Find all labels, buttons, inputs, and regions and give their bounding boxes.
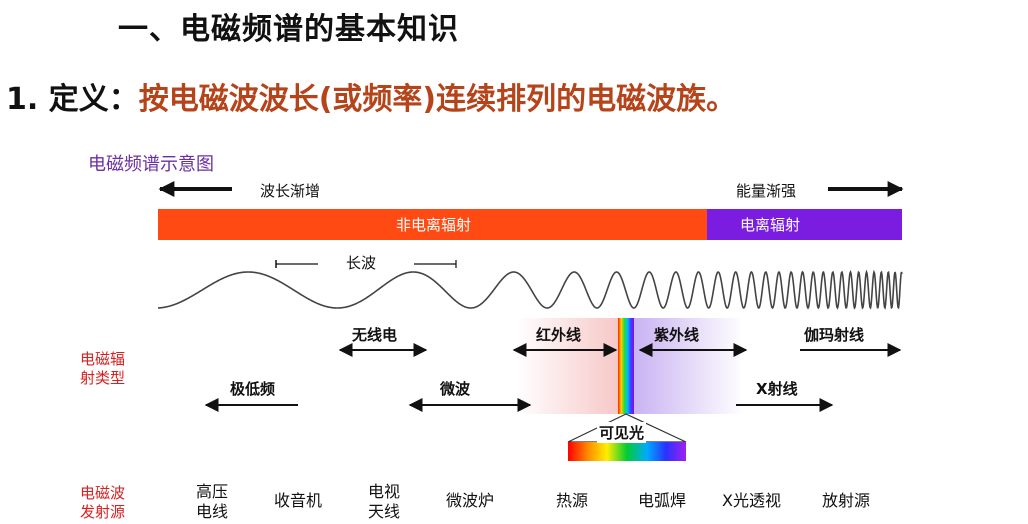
band-elf: 极低频 bbox=[230, 380, 276, 398]
section-title: 一、电磁频谱的基本知识 bbox=[118, 12, 459, 47]
radiation-types-label-line2: 射类型 bbox=[80, 369, 126, 387]
source-xray-imaging: X光透视 bbox=[722, 491, 781, 510]
band-xray: X射线 bbox=[756, 380, 798, 398]
definition-text: 按电磁波波长(或频率)连续排列的电磁波族。 bbox=[138, 82, 737, 117]
infrared-region bbox=[516, 318, 618, 414]
radiation-types-label: 电磁辐 射类型 bbox=[80, 350, 125, 388]
band-microwave: 微波 bbox=[440, 380, 471, 398]
source-microwave-oven: 微波炉 bbox=[446, 491, 495, 510]
source-heat: 热源 bbox=[556, 491, 589, 510]
sources-label-line1: 电磁波 bbox=[80, 484, 126, 502]
source-high-voltage-line1: 高压 bbox=[196, 482, 229, 501]
band-radio: 无线电 bbox=[352, 326, 398, 344]
source-radio: 收音机 bbox=[274, 491, 323, 510]
visible-strip bbox=[618, 318, 634, 414]
band-gamma: 伽玛射线 bbox=[804, 326, 865, 344]
ultraviolet-region bbox=[634, 318, 744, 414]
definition-line: 1. 定义：按电磁波波长(或频率)连续排列的电磁波族。 bbox=[6, 74, 736, 118]
source-radioactive: 放射源 bbox=[822, 491, 871, 510]
wavelength-increasing-label: 波长渐增 bbox=[260, 182, 321, 200]
sources-label: 电磁波 发射源 bbox=[80, 484, 125, 522]
definition-label: 1. 定义： bbox=[6, 82, 139, 117]
diagram-title: 电磁频谱示意图 bbox=[88, 154, 214, 175]
long-wave-label: 长波 bbox=[346, 254, 377, 272]
non-ionizing-band bbox=[158, 209, 707, 240]
band-visible: 可见光 bbox=[597, 422, 647, 443]
band-ultraviolet: 紫外线 bbox=[654, 326, 700, 344]
ionizing-label: 电离辐射 bbox=[740, 216, 801, 234]
source-tv-antenna-line1: 电视 bbox=[368, 482, 401, 501]
source-tv-antenna: 电视 天线 bbox=[368, 482, 400, 522]
source-high-voltage: 高压 电线 bbox=[196, 482, 228, 522]
wave-curve bbox=[157, 269, 903, 310]
visible-spectrum-bar bbox=[568, 442, 686, 461]
energy-increasing-label: 能量渐强 bbox=[736, 182, 797, 200]
sources-label-line2: 发射源 bbox=[80, 503, 126, 521]
ionizing-band bbox=[707, 209, 902, 240]
radiation-types-label-line1: 电磁辐 bbox=[80, 350, 126, 368]
source-arc-welding: 电弧焊 bbox=[638, 491, 687, 510]
source-tv-antenna-line2: 天线 bbox=[368, 502, 401, 521]
source-high-voltage-line2: 电线 bbox=[196, 502, 229, 521]
non-ionizing-label: 非电离辐射 bbox=[396, 216, 472, 234]
band-infrared: 红外线 bbox=[536, 326, 582, 344]
